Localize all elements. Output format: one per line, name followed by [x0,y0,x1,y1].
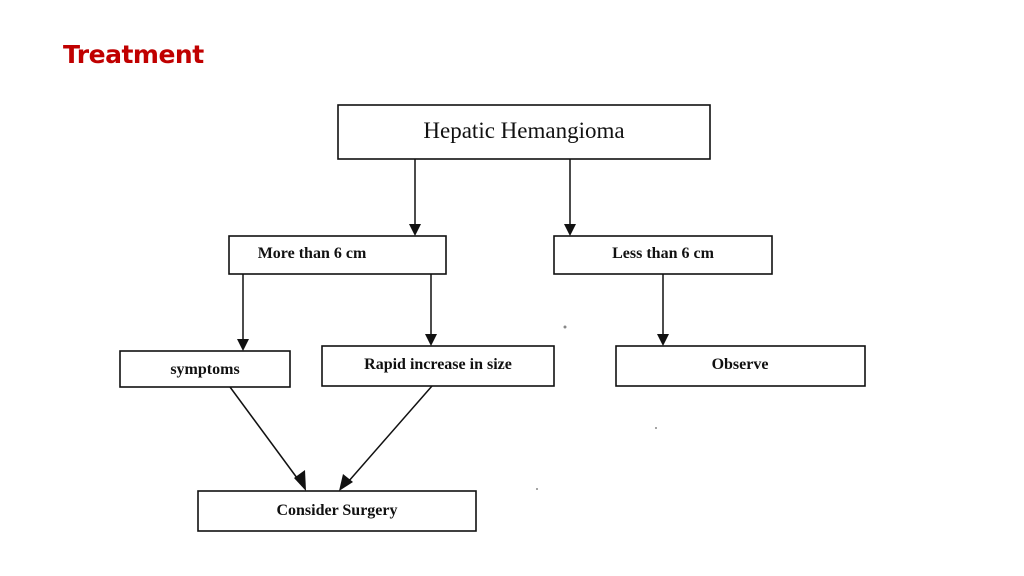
arrowhead [564,224,576,236]
node-symptoms: symptoms [119,350,291,388]
arrowhead [294,470,306,491]
node-more-than-6cm: More than 6 cm [228,235,447,275]
edge-more-to-rapid [425,274,437,346]
node-hepatic-hemangioma: Hepatic Hemangioma [337,104,711,160]
node-rapid-increase: Rapid increase in size [321,345,555,387]
node-observe: Observe [615,345,866,387]
arrowhead [425,334,437,346]
node-consider-surgery-label: Consider Surgery [276,502,397,519]
edge-symptoms-to-surgery [229,386,306,491]
arrowhead [409,224,421,236]
edge-more-to-symptoms [237,274,249,351]
arrowhead [339,474,353,491]
edge-less-to-observe [657,274,669,346]
scan-speck [563,325,567,329]
edge-rapid-to-surgery [339,385,433,491]
arrowhead [657,334,669,346]
scan-speck [536,488,538,490]
node-consider-surgery: Consider Surgery [197,490,477,532]
scan-speck [655,427,657,429]
node-observe-label: Observe [712,356,769,373]
node-rapid-increase-label: Rapid increase in size [364,356,512,373]
edge-root-to-less [564,159,576,236]
node-hepatic-hemangioma-label: Hepatic Hemangioma [423,118,624,143]
slide-title: Treatment [63,40,204,69]
arrowhead [237,339,249,351]
node-less-than-6cm: Less than 6 cm [553,235,773,275]
edge-root-to-more [409,159,421,236]
node-symptoms-label: symptoms [170,361,239,378]
node-more-than-6cm-label: More than 6 cm [258,245,367,262]
node-less-than-6cm-label: Less than 6 cm [612,245,714,262]
